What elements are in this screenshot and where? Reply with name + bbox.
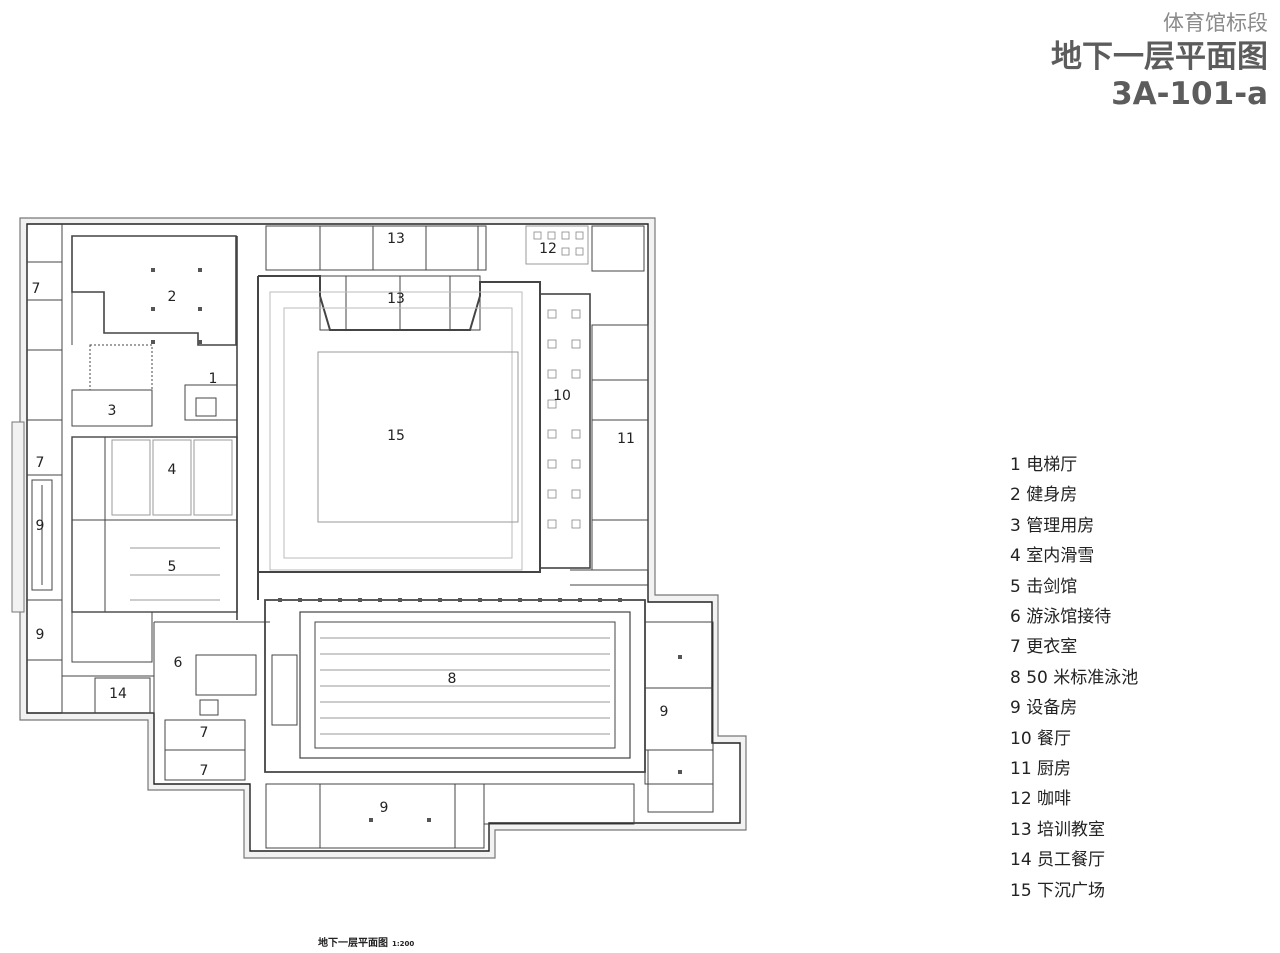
room-label: 1 — [209, 371, 218, 387]
legend-item: 3 管理用房 — [1010, 515, 1095, 536]
restaurant-tables — [533, 231, 584, 529]
legend-item: 5 击剑馆 — [1010, 576, 1078, 597]
sheet-code: 3A-101-a — [1111, 76, 1268, 112]
room-label: 7 — [200, 725, 209, 741]
room-label: 5 — [168, 559, 177, 575]
room-label: 9 — [380, 800, 389, 816]
room-label: 8 — [448, 671, 457, 687]
room-label: 7 — [200, 763, 209, 779]
room-label: 7 — [32, 281, 41, 297]
legend-item: 6 游泳馆接待 — [1010, 607, 1112, 628]
room-label: 13 — [387, 291, 405, 307]
sheet-title: 地下一层平面图 — [1051, 39, 1268, 75]
room-label: 9 — [36, 518, 45, 534]
legend-item: 4 室内滑雪 — [1010, 546, 1095, 567]
room-label: 6 — [174, 655, 183, 671]
room-label: 15 — [387, 428, 405, 444]
room-label: 14 — [109, 686, 127, 702]
structural-columns — [151, 268, 682, 822]
room-label: 9 — [660, 704, 669, 720]
legend-item: 2 健身房 — [1010, 485, 1078, 506]
legend-item: 9 设备房 — [1010, 698, 1078, 719]
room-label: 11 — [617, 431, 635, 447]
room-label: 13 — [387, 231, 405, 247]
west-strip — [11, 421, 25, 613]
room-label: 10 — [553, 388, 571, 404]
project-name: 体育馆标段 — [1163, 11, 1268, 35]
partition-walls — [27, 224, 714, 849]
legend-item: 8 50 米标准泳池 — [1010, 667, 1139, 688]
inner-wall-outline — [26, 223, 741, 852]
legend-item: 7 更衣室 — [1010, 637, 1078, 658]
room-label: 3 — [108, 403, 117, 419]
legend-item: 10 餐厅 — [1010, 728, 1072, 749]
legend-item: 1 电梯厅 — [1010, 455, 1078, 475]
sheet-header: 体育馆标段 地下一层平面图 3A-101-a — [1051, 8, 1268, 112]
room-label: 2 — [168, 289, 177, 305]
legend-item: 12 咖啡 — [1010, 789, 1072, 810]
room-label: 12 — [539, 241, 557, 257]
room-legend: 1 电梯厅 2 健身房 3 管理用房 4 室内滑雪 5 击剑馆 6 游泳馆接待 … — [1010, 450, 1138, 906]
caption-scale: 1:200 — [392, 940, 415, 948]
caption-title: 地下一层平面图 — [318, 938, 388, 949]
legend-item: 11 厨房 — [1010, 759, 1072, 780]
room-label: 7 — [36, 455, 45, 471]
room-label: 4 — [168, 462, 177, 478]
legend-item: 15 下沉广场 — [1010, 880, 1106, 901]
legend-item: 14 员工餐厅 — [1010, 850, 1106, 871]
legend-item: 13 培训教室 — [1010, 819, 1106, 840]
room-label: 9 — [36, 627, 45, 643]
room-labels: 1 2 3 4 5 6 7 7 7 7 8 9 9 9 9 10 11 12 1… — [32, 231, 669, 816]
drawing-caption: 地下一层平面图 1:200 — [318, 934, 414, 949]
